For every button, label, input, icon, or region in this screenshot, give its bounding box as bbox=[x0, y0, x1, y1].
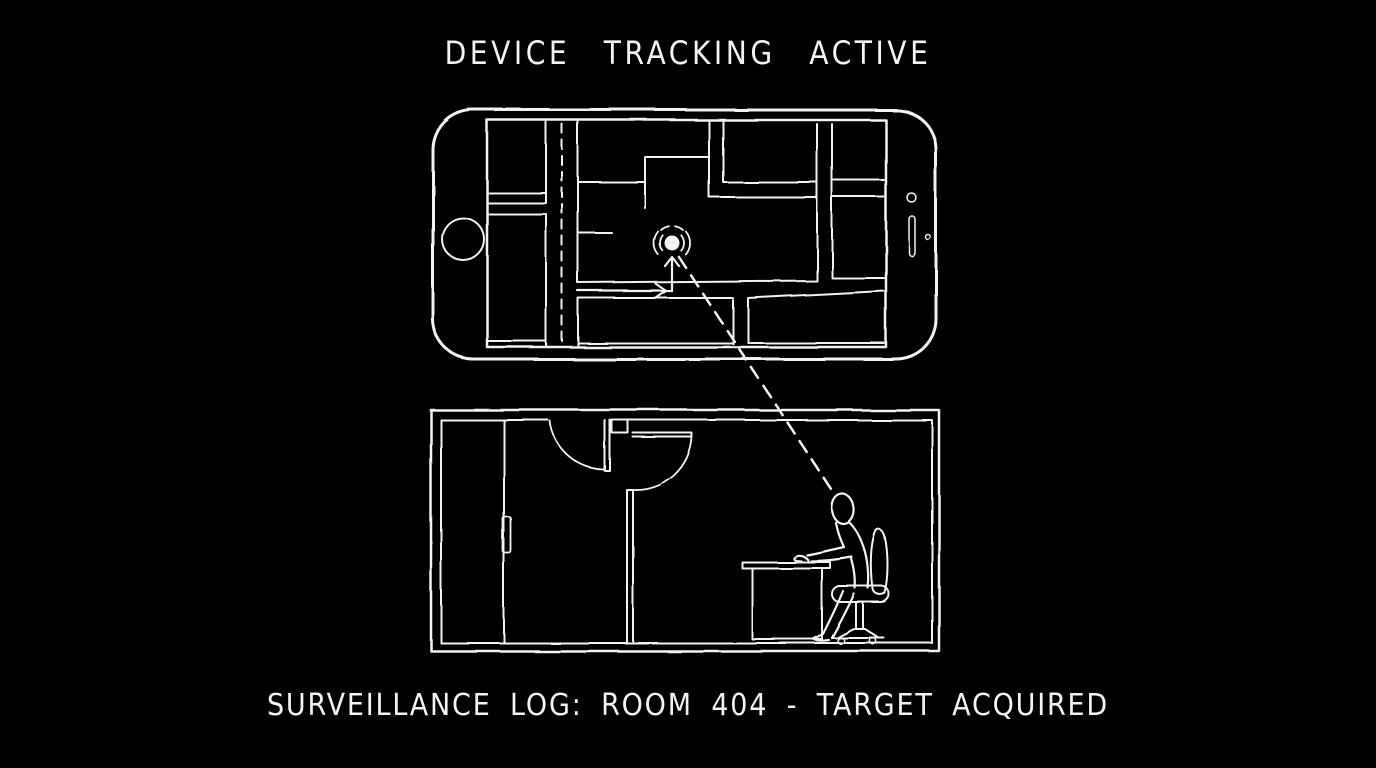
desk-top bbox=[741, 561, 831, 569]
map-streets bbox=[486, 119, 885, 348]
desk-pedestal bbox=[751, 567, 823, 640]
door-leaf bbox=[632, 432, 693, 438]
indoor-map bbox=[486, 119, 885, 348]
route-arrow-heads bbox=[654, 255, 681, 300]
phone-body bbox=[431, 108, 938, 361]
sensor-dot-icon bbox=[924, 233, 932, 241]
door-swing-arc bbox=[549, 420, 606, 471]
doorway-left bbox=[549, 419, 611, 472]
person-figure bbox=[792, 492, 870, 642]
room bbox=[429, 408, 941, 653]
earpiece-speaker-icon bbox=[908, 215, 916, 257]
office-chair bbox=[831, 528, 890, 645]
chair-wheel bbox=[869, 637, 877, 645]
phone-screen bbox=[485, 118, 888, 349]
tracking-line bbox=[677, 255, 833, 491]
signal-waves-icon bbox=[653, 225, 691, 256]
chair-wheel bbox=[837, 637, 845, 645]
location-marker bbox=[653, 225, 691, 256]
door-swing-arc bbox=[632, 436, 693, 491]
chair-base bbox=[831, 628, 885, 639]
phone bbox=[431, 108, 938, 361]
person-body bbox=[792, 520, 870, 590]
room-outer-wall bbox=[429, 408, 941, 653]
closet-handle bbox=[502, 516, 512, 554]
home-button bbox=[441, 217, 485, 261]
room-inner-walls bbox=[440, 419, 933, 644]
doorway-right bbox=[632, 432, 693, 491]
person-head bbox=[830, 492, 856, 526]
partition-wall bbox=[626, 489, 634, 644]
camera-lens-icon bbox=[906, 192, 918, 204]
title-text: DEVICE TRACKING ACTIVE bbox=[444, 34, 932, 72]
route-arrow-line bbox=[576, 256, 674, 293]
caption-text: SURVEILLANCE LOG: ROOM 404 - TARGET ACQU… bbox=[266, 688, 1109, 723]
chair-backrest bbox=[870, 528, 889, 596]
desk bbox=[741, 561, 831, 640]
chair-stem bbox=[855, 601, 864, 630]
person-legs bbox=[811, 589, 856, 642]
chair-seat bbox=[831, 585, 890, 603]
location-dot-icon bbox=[664, 235, 680, 251]
closet bbox=[502, 419, 512, 643]
door-leaf bbox=[604, 419, 611, 472]
